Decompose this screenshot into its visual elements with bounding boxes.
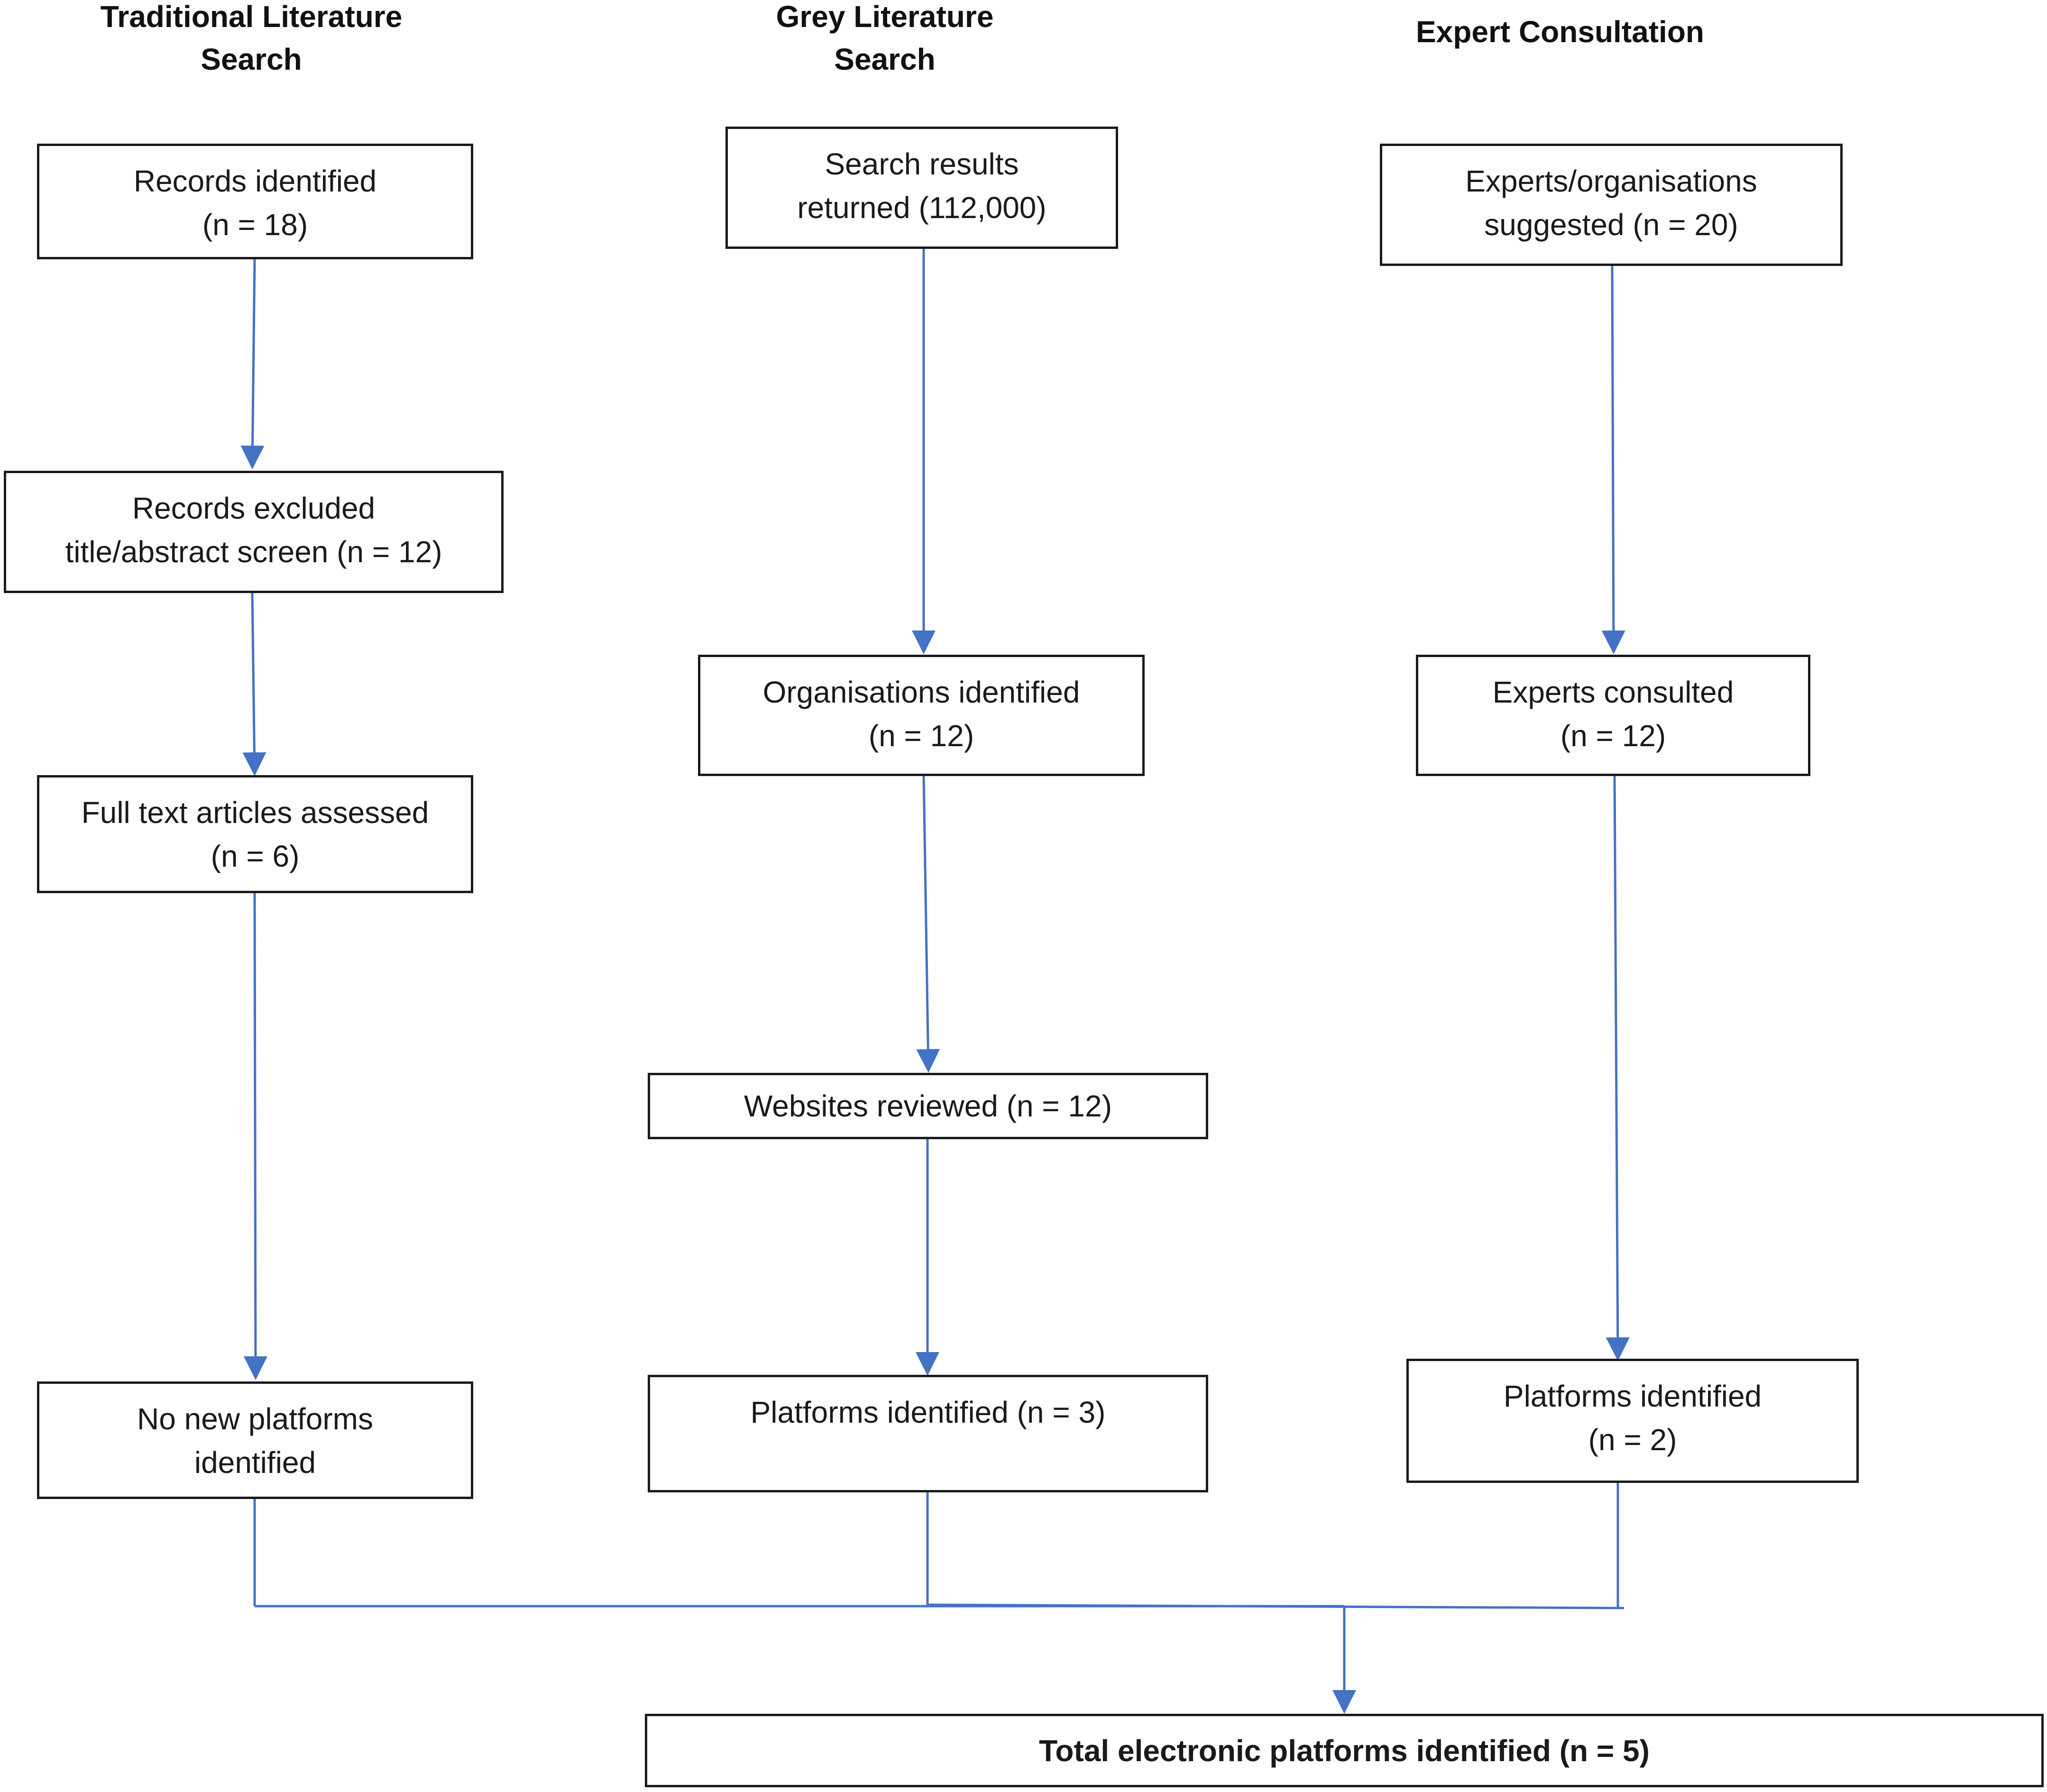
header-traditional-literature-search: Traditional Literature Search — [100, 0, 403, 76]
arrow-records-to-excluded — [240, 259, 265, 469]
box-no-new-platforms: No new platforms identified — [37, 1381, 473, 1499]
box-websites-reviewed: Websites reviewed (n = 12) — [648, 1073, 1208, 1139]
box-records-identified: Records identified (n = 18) — [37, 144, 473, 259]
box-total-platforms: Total electronic platforms identified (n… — [645, 1714, 2044, 1787]
arrow-suggested-to-consulted — [1601, 265, 1625, 654]
box-search-results: Search results returned (112,000) — [725, 127, 1118, 249]
box-organisations-identified: Organisations identified (n = 12) — [698, 655, 1145, 776]
arrow-consulted-to-platforms — [1606, 776, 1630, 1361]
box-platforms-identified-expert: Platforms identified (n = 2) — [1406, 1359, 1859, 1483]
box-full-text-articles: Full text articles assessed (n = 6) — [37, 775, 473, 893]
box-experts-suggested: Experts/organisations suggested (n = 20) — [1380, 144, 1843, 266]
header-expert-consultation: Expert Consultation — [1415, 15, 1705, 49]
arrow-orgs-to-websites — [916, 776, 940, 1073]
header-grey-literature-search: Grey Literature Search — [776, 0, 994, 76]
box-experts-consulted: Experts consulted (n = 12) — [1416, 655, 1810, 776]
arrow-fulltext-to-nonew — [243, 893, 267, 1380]
merge-line-horizontal-right — [927, 1603, 1625, 1609]
box-platforms-identified-grey: Platforms identified (n = 3) — [648, 1375, 1208, 1492]
arrow-excluded-to-fulltext — [242, 593, 266, 776]
box-records-excluded: Records excluded title/abstract screen (… — [4, 471, 504, 593]
